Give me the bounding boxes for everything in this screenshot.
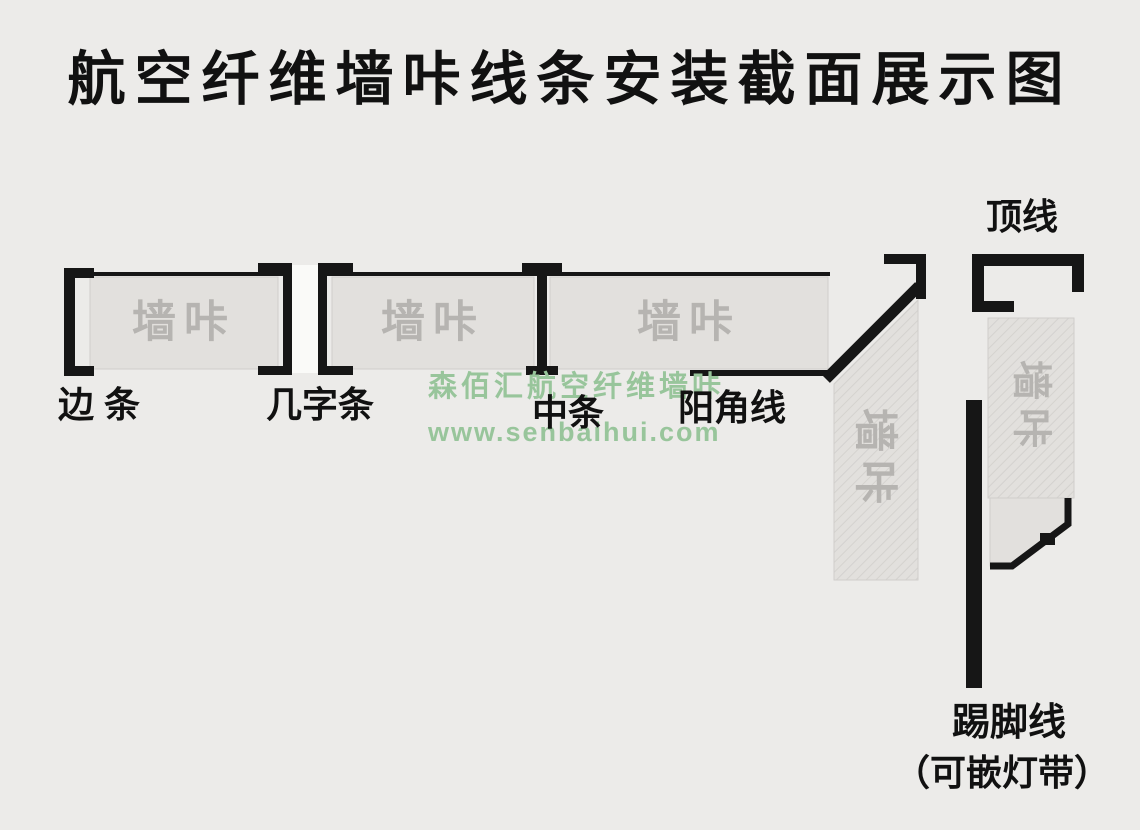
label-edge-strip: 边 条 — [58, 384, 141, 425]
crown-line-profile — [972, 254, 1084, 312]
wall-panel-2 — [331, 276, 535, 370]
middle-strip-profile — [522, 263, 562, 375]
panel-word-2: 墙咔 — [381, 298, 485, 347]
outer-corner-profile — [822, 254, 926, 581]
edge-strip-profile — [64, 268, 94, 376]
wall-panel-1 — [89, 276, 279, 370]
panel-word-1: 墙咔 — [132, 298, 236, 347]
right-vertical-panel — [987, 317, 1075, 499]
ji-strip-profile — [258, 263, 353, 375]
label-skirting-note: （可嵌灯带） — [894, 752, 1111, 793]
wall-panel-3 — [549, 276, 829, 370]
wall-top-edge-line — [88, 272, 830, 276]
watermark-brand: 森佰汇航空纤维墙咔 — [428, 371, 726, 403]
corner-vertical-panel — [833, 298, 919, 581]
page-title: 航空纤维墙咔线条安装截面展示图 — [67, 47, 1073, 112]
panel-word-corner: 墙咔 — [851, 408, 900, 512]
watermark-site: www.senbaihui.com — [428, 417, 721, 447]
label-skirting-line: 踢脚线 — [952, 702, 1067, 744]
wall-bottom-edge-line — [690, 370, 832, 376]
label-ji-strip: 几字条 — [266, 384, 375, 425]
panel-word-right: 墙咔 — [1009, 360, 1053, 456]
wall-line — [966, 400, 982, 688]
label-outer-corner: 阳角线 — [678, 387, 787, 428]
label-crown-line: 顶线 — [986, 196, 1059, 237]
skirting-profile — [989, 497, 1072, 570]
label-middle-strip: 中条 — [532, 392, 605, 433]
panel-word-3: 墙咔 — [637, 298, 741, 347]
